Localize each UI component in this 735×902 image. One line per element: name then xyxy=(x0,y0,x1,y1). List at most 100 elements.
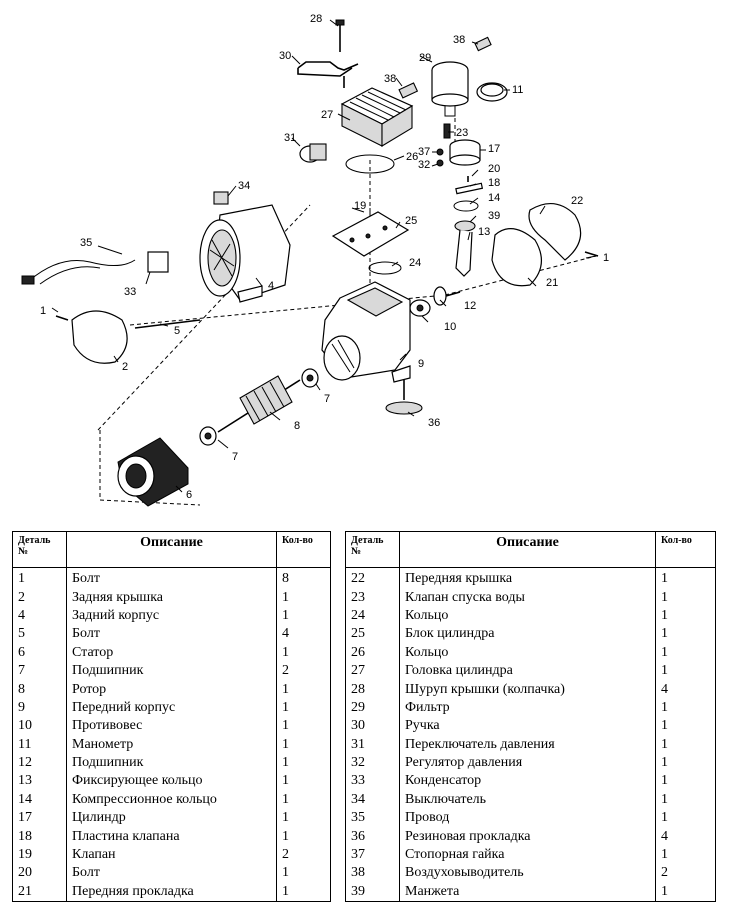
callout-label: 8 xyxy=(294,420,300,432)
quantity-cell: 4 xyxy=(655,827,716,846)
callout-label: 27 xyxy=(321,109,333,121)
quantity-cell: 1 xyxy=(655,567,716,589)
quantity-cell: 1 xyxy=(276,680,331,699)
ring-part xyxy=(345,154,395,174)
callout-label: 10 xyxy=(444,321,456,333)
description-header: Описание xyxy=(66,531,277,568)
callout-label: 1 xyxy=(40,305,46,317)
description-cell: Фиксирующее кольцо xyxy=(66,772,277,791)
front-housing-part xyxy=(321,281,411,383)
part-number-cell: 24 xyxy=(345,606,400,626)
description-header: Описание xyxy=(399,531,656,568)
callout-label: 29 xyxy=(419,52,431,64)
callout-label: 17 xyxy=(488,143,500,155)
quantity-cell: 1 xyxy=(276,882,331,902)
callout-label: 11 xyxy=(512,84,523,96)
callout-label: 39 xyxy=(488,210,500,222)
quantity-cell: 1 xyxy=(276,790,331,810)
callout-label: 37 xyxy=(418,146,430,158)
quantity-cell: 1 xyxy=(655,809,716,828)
quantity-cell: 1 xyxy=(655,588,716,607)
exploded-parts-diagram: 28 38 30 29 38 11 27 31 23 26 17 37 32 2… xyxy=(21,13,609,507)
part-number-cell: 28 xyxy=(345,680,400,699)
description-cell: Переключатель давления xyxy=(399,735,656,754)
part-number-cell: 17 xyxy=(12,809,67,828)
part-number-cell: 23 xyxy=(345,588,400,607)
part-number-cell: 35 xyxy=(345,809,400,828)
rotor-bearing-part xyxy=(199,368,319,446)
quantity-cell: 1 xyxy=(276,772,331,791)
quantity-cell: 1 xyxy=(276,809,331,828)
quantity-header: Кол-во xyxy=(655,531,716,568)
description-cell: Болт xyxy=(66,625,277,644)
part-number-cell: 20 xyxy=(12,864,67,883)
callout-label: 34 xyxy=(238,180,250,192)
bolt-part xyxy=(584,251,599,257)
callout-label: 20 xyxy=(488,163,500,175)
callout-label: 9 xyxy=(418,358,424,370)
description-cell: Кольцо xyxy=(399,643,656,662)
quantity-cell: 1 xyxy=(655,698,716,718)
description-cell: Конденсатор xyxy=(399,772,656,791)
quantity-cell: 1 xyxy=(655,882,716,902)
rotor-part xyxy=(217,375,301,433)
callout-label: 1 xyxy=(603,252,609,264)
callout-label: 6 xyxy=(186,489,192,501)
callout-label: 14 xyxy=(488,192,500,204)
quantity-cell: 4 xyxy=(655,680,716,699)
drain-valve-part xyxy=(436,123,451,167)
part-number-cell: 31 xyxy=(345,735,400,754)
part-number-cell: 1 xyxy=(12,567,67,589)
description-cell: Задний корпус xyxy=(66,606,277,626)
part-number-cell: 14 xyxy=(12,790,67,810)
description-cell: Шуруп крышки (колпачка) xyxy=(399,680,656,699)
callout-label: 28 xyxy=(310,13,322,25)
callout-label: 32 xyxy=(418,159,430,171)
part-number-cell: 10 xyxy=(12,717,67,736)
description-cell: Статор xyxy=(66,643,277,662)
part-number-cell: 29 xyxy=(345,698,400,718)
description-cell: Манометр xyxy=(66,735,277,754)
quantity-cell: 1 xyxy=(276,717,331,736)
callout-label: 26 xyxy=(406,151,418,163)
cylinder-block-part xyxy=(331,208,410,257)
rear-bolt-part xyxy=(55,315,69,321)
quantity-cell: 1 xyxy=(276,735,331,754)
quantity-cell: 1 xyxy=(276,698,331,718)
description-cell: Блок цилиндра xyxy=(399,625,656,644)
quantity-cell: 2 xyxy=(655,864,716,883)
callout-label: 38 xyxy=(384,73,396,85)
ring-part-2 xyxy=(368,261,402,275)
callout-label: 35 xyxy=(80,237,92,249)
quantity-cell: 1 xyxy=(276,588,331,607)
quantity-cell: 1 xyxy=(655,625,716,644)
handle-part xyxy=(297,61,359,88)
description-cell: Передняя прокладка xyxy=(66,882,277,902)
power-cord-part xyxy=(29,259,136,285)
quantity-cell: 1 xyxy=(655,735,716,754)
description-cell: Болт xyxy=(66,567,277,589)
quantity-cell: 1 xyxy=(655,845,716,865)
front-gasket-part xyxy=(491,228,542,287)
quantity-cell: 1 xyxy=(655,643,716,662)
description-cell: Стопорная гайка xyxy=(399,845,656,865)
part-number-cell: 36 xyxy=(345,827,400,846)
